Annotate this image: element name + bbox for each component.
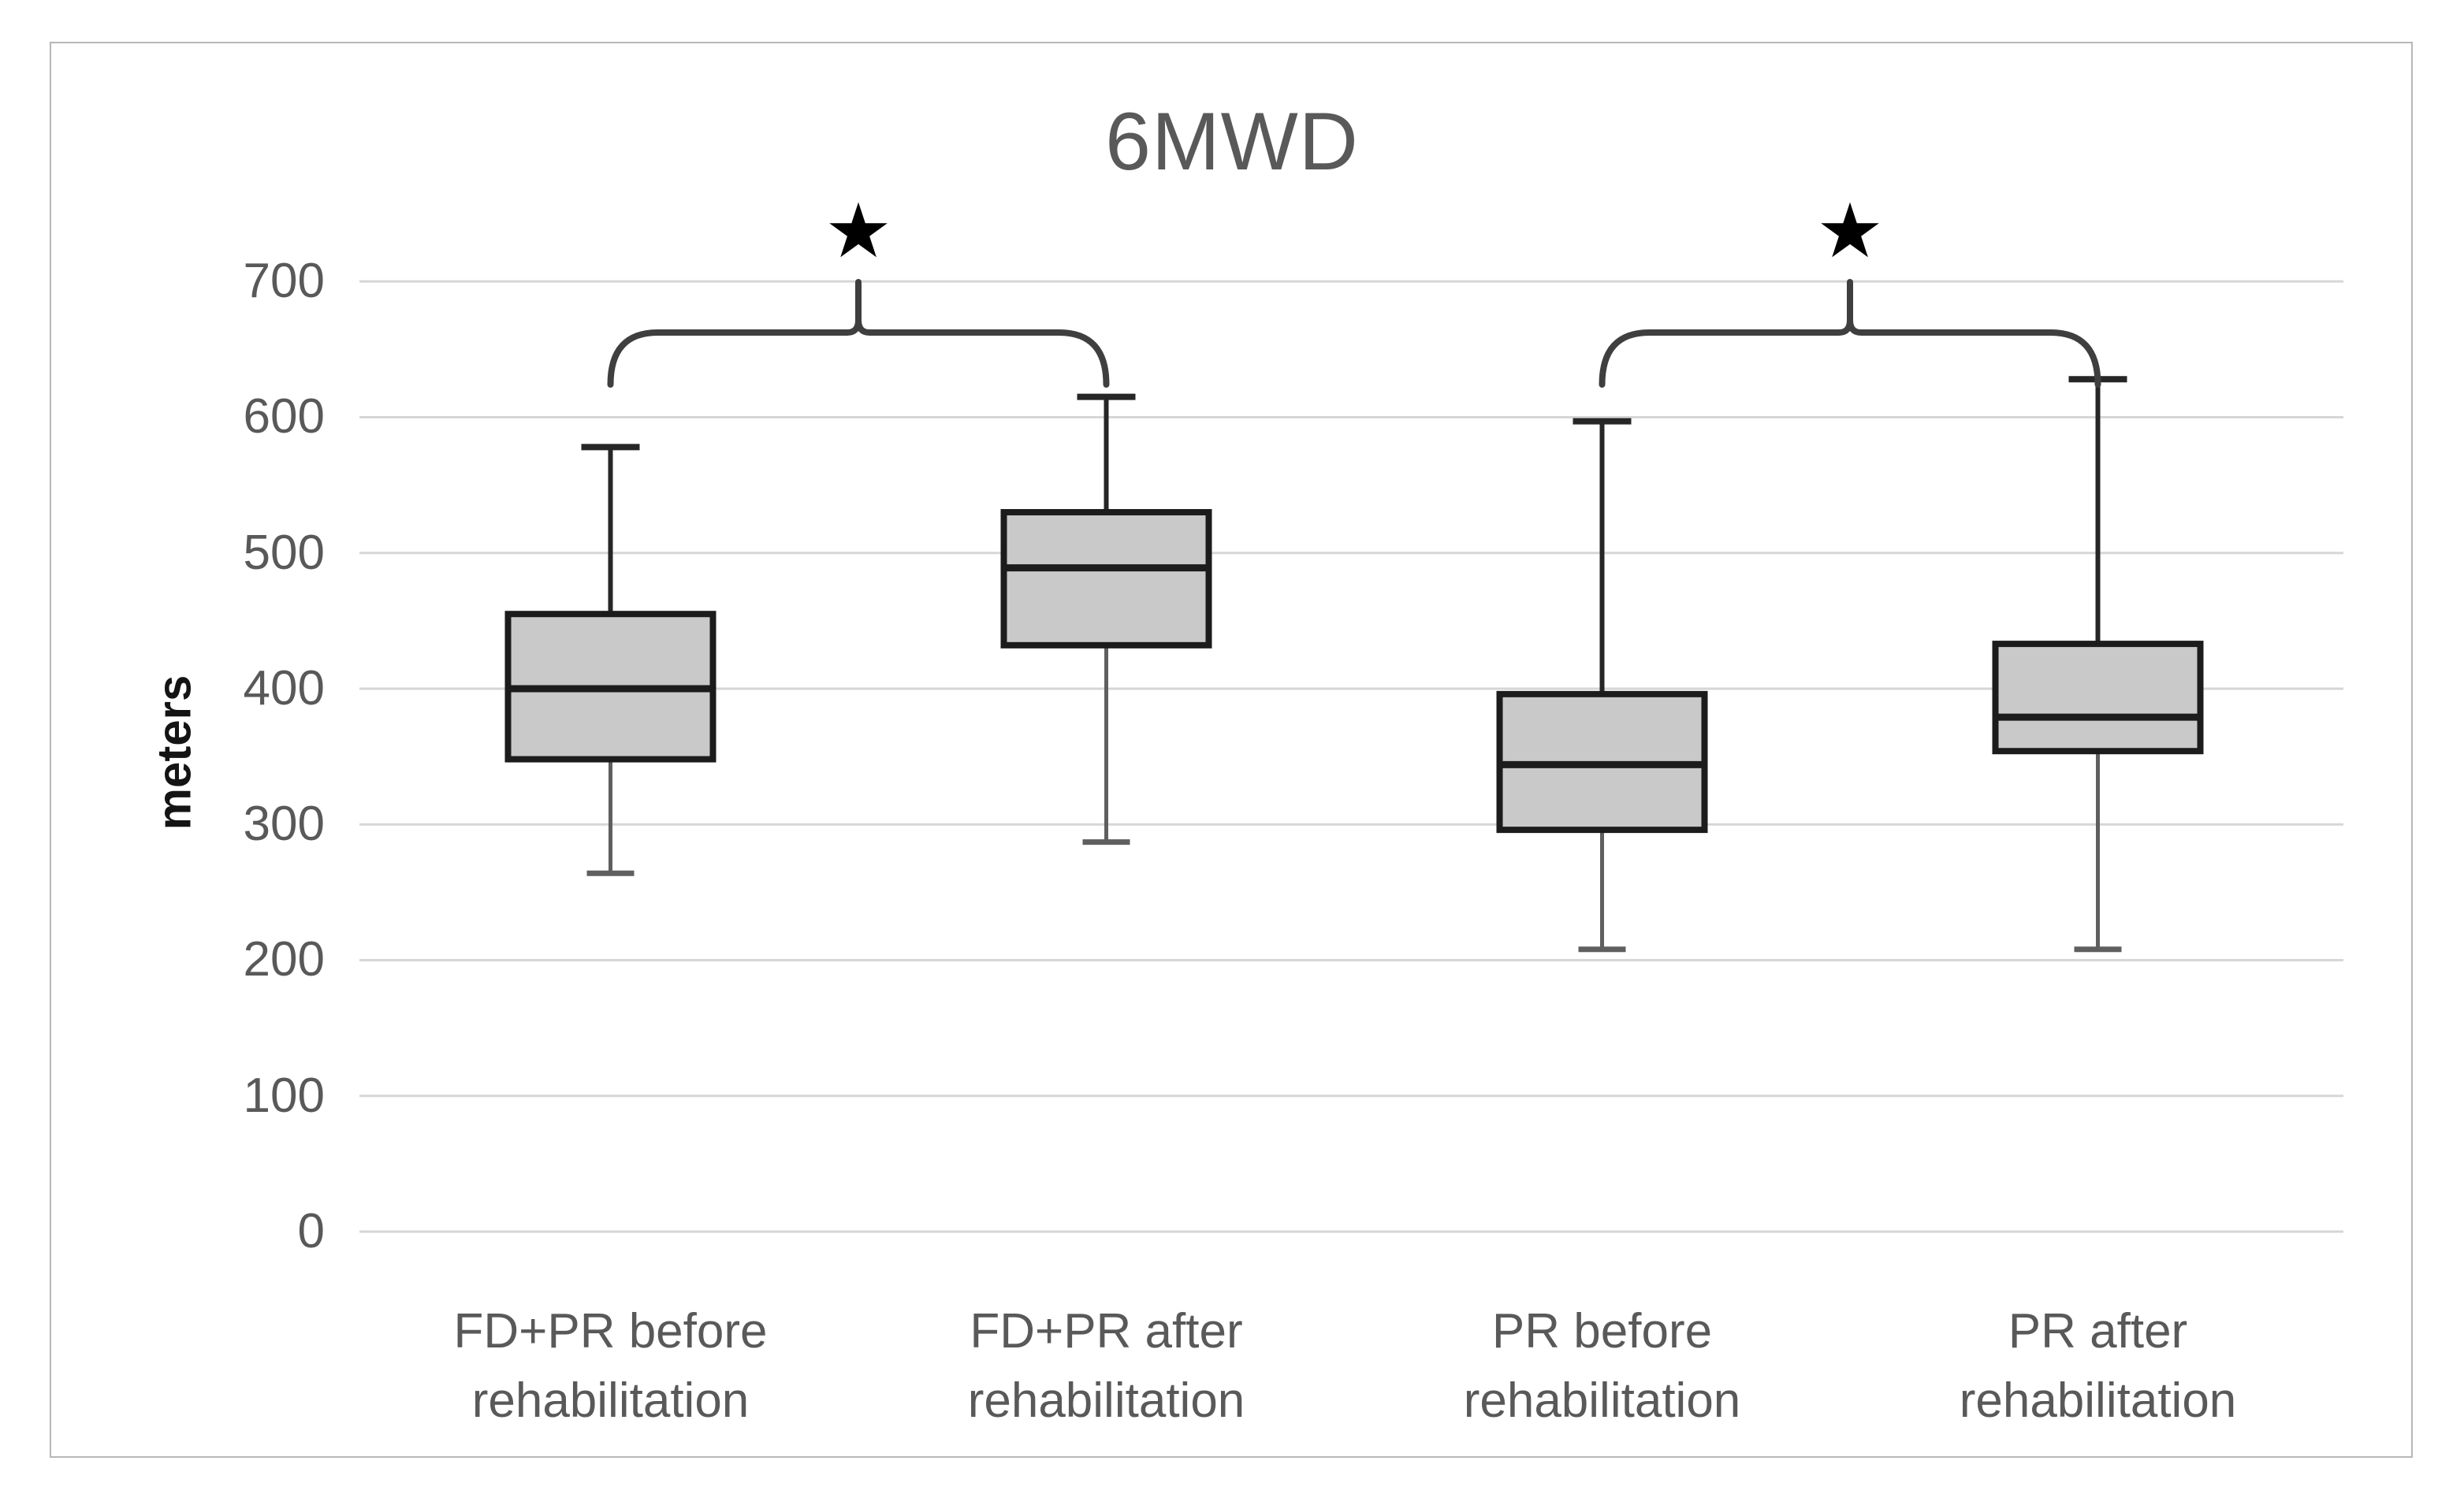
chart-title: 6MWD	[1105, 96, 1359, 188]
category-line: FD+PR before	[453, 1304, 768, 1358]
category-label-pr-after: PR after rehabilitation	[1960, 1297, 2237, 1436]
category-line: rehabilitation	[1463, 1373, 1741, 1428]
category-line: PR before	[1491, 1304, 1713, 1358]
y-tick-400: 400	[243, 660, 325, 715]
box-pr-before-rehabilitation	[1496, 418, 1708, 953]
box-pr-after-rehabilitation	[1992, 376, 2204, 953]
category-label-fd-pr-before: FD+PR before rehabilitation	[453, 1297, 767, 1436]
box-fd-pr-before-rehabilitation	[504, 444, 716, 876]
category-line: FD+PR after	[970, 1304, 1243, 1358]
y-tick-700: 700	[243, 254, 325, 309]
y-tick-0: 0	[297, 1204, 325, 1258]
significance-bracket	[607, 279, 1110, 388]
y-tick-600: 600	[243, 389, 325, 444]
category-line: rehabilitation	[1959, 1373, 2237, 1428]
y-tick-500: 500	[243, 525, 325, 580]
category-line: PR after	[2008, 1304, 2188, 1358]
y-tick-100: 100	[243, 1068, 325, 1123]
significance-star-icon: ★	[824, 189, 893, 273]
significance-star-icon: ★	[1815, 189, 1885, 273]
significance-bracket	[1599, 279, 2101, 388]
category-line: rehabilitation	[471, 1373, 750, 1428]
box-fd-pr-after-rehabilitation	[1000, 393, 1212, 846]
category-line: rehabilitation	[967, 1373, 1245, 1428]
y-tick-200: 200	[243, 932, 325, 987]
y-tick-300: 300	[243, 797, 325, 852]
category-label-fd-pr-after: FD+PR after rehabilitation	[968, 1297, 1245, 1436]
category-label-pr-before: PR before rehabilitation	[1464, 1297, 1741, 1436]
iqr-box	[1000, 509, 1212, 649]
iqr-box	[1992, 641, 2204, 755]
